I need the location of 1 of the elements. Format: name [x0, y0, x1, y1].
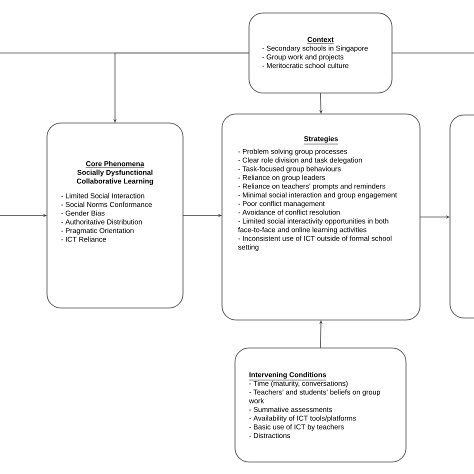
process-box — [450, 114, 474, 318]
